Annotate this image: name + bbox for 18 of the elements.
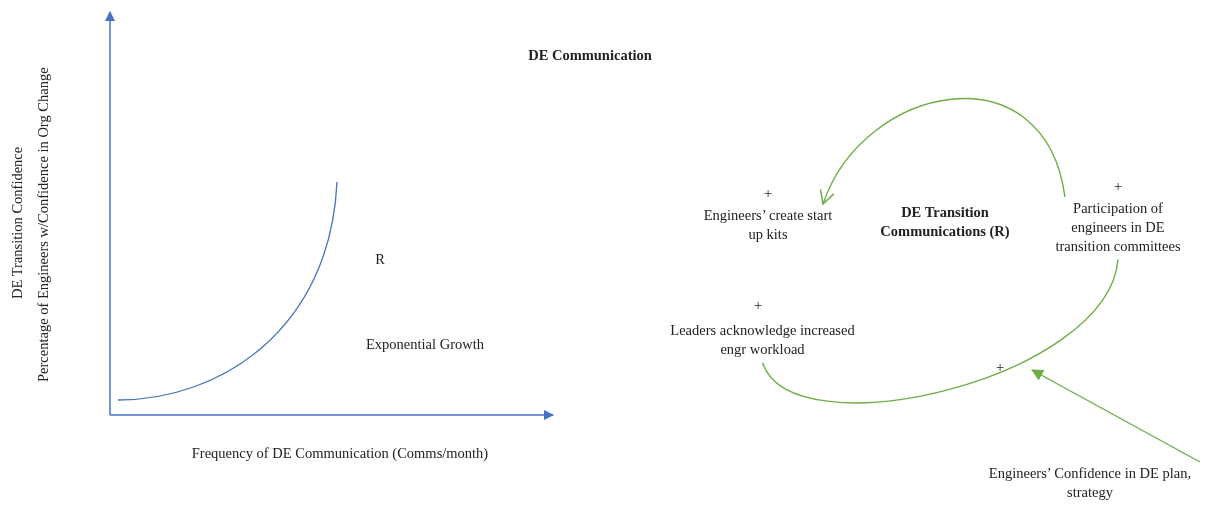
diagram-title: DE Communication <box>527 46 653 65</box>
variable-label: Engineers’ Confidence in DE plan, strategy <box>965 464 1215 502</box>
loop-title: DE Transition Communications (R) <box>880 203 1010 241</box>
curve-label: Exponential Growth <box>365 335 485 354</box>
polarity-sign: + <box>752 296 764 315</box>
loop-marker: R <box>374 250 386 269</box>
y-axis-title: DE Transition Confidence <box>8 145 26 301</box>
arrow <box>1031 369 1201 463</box>
x-axis-title: Frequency of DE Communication (Comms/month) <box>190 444 490 463</box>
variable-label: Engineers’ create start up kits <box>698 206 838 244</box>
y-axis-title: Percentage of Engineers w/Confidence in Org Change <box>34 66 52 385</box>
loop-arc <box>761 258 1119 404</box>
variable-label: Participation of engineers in DE transition committees <box>1053 199 1183 256</box>
arrow <box>821 98 1066 205</box>
polarity-sign: + <box>994 358 1006 377</box>
variable-label: Leaders acknowledge increased engr workload <box>670 321 855 359</box>
polarity-sign: + <box>762 184 774 203</box>
polarity-sign: + <box>1112 177 1124 196</box>
